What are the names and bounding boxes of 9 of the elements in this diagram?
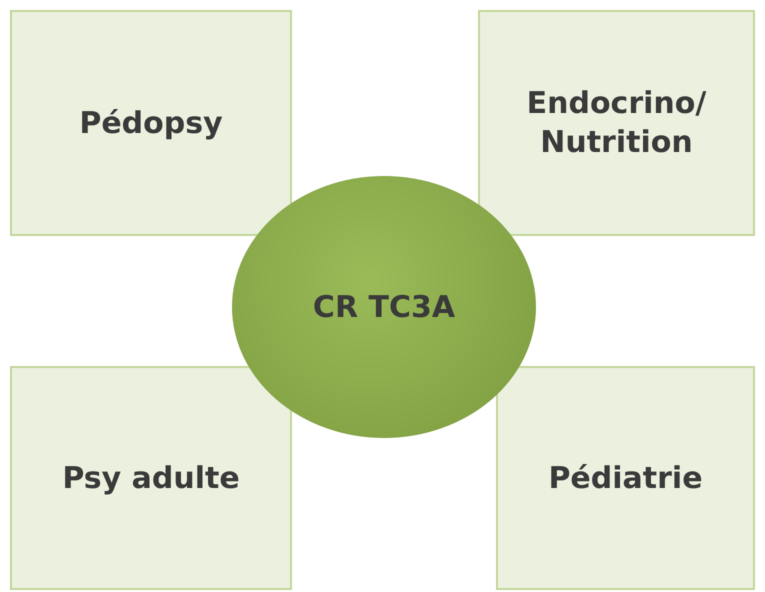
box-label: Psy adulte bbox=[62, 460, 240, 498]
box-label: Pédopsy bbox=[79, 104, 223, 142]
box-label: CR TC3A bbox=[312, 288, 456, 326]
category-box bbox=[478, 10, 755, 236]
category-box bbox=[496, 366, 755, 590]
box-label: Endocrino/ Nutrition bbox=[526, 85, 708, 162]
category-box bbox=[10, 10, 292, 236]
box-label: Pédiatrie bbox=[548, 460, 703, 498]
category-box bbox=[10, 366, 292, 590]
